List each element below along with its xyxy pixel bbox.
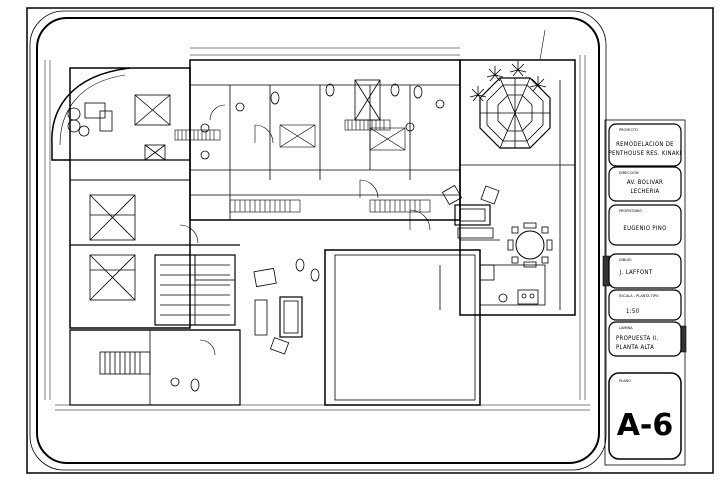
- tb-project-line2: PENTHOUSE RES. KINAKI: [608, 150, 681, 157]
- drawing-frame: [36, 17, 600, 464]
- tb-drawn-label: DIBUJO: [619, 258, 632, 262]
- open-terrace: [324, 249, 481, 406]
- tb-scale-value: 1:50: [626, 308, 640, 315]
- sofa: [457, 227, 494, 239]
- tb-address-line2: LECHERIA: [630, 188, 659, 195]
- tb-drawn-by: DIBUJO J. LAFFONT: [602, 253, 682, 289]
- tb-content: LAMINA PROPUESTA II. PLANTA ALTA: [608, 321, 687, 357]
- bed-2: [89, 254, 136, 301]
- closets: [174, 119, 431, 213]
- staircase: [154, 254, 236, 326]
- tb-project-line1: REMODELACION DE: [616, 141, 674, 148]
- tb-content-line1: PROPUESTA II.: [616, 335, 658, 342]
- tb-scale: ESCALA - PLANTA TIPO 1:50: [608, 289, 682, 321]
- tb-content-line2: PLANTA ALTA: [616, 344, 654, 351]
- octagonal-pergola: [479, 77, 551, 149]
- drawing-frame-outer: [29, 10, 607, 471]
- left-wing: [69, 67, 191, 329]
- tb-sheet: PLANO A-6: [608, 372, 682, 460]
- tb-content-label: LAMINA: [619, 326, 633, 330]
- center-table: [279, 296, 303, 338]
- tb-owner: PROPIETARIO EUGENIO PINO: [608, 204, 682, 246]
- doors: [179, 104, 431, 356]
- bathroom-fixtures: [170, 83, 445, 392]
- shaft-1: [354, 79, 381, 121]
- title-block: PROYECTO REMODELACION DE PENTHOUSE RES. …: [602, 119, 687, 466]
- tb-scale-label: ESCALA - PLANTA TIPO: [619, 294, 659, 298]
- desk: [134, 94, 171, 126]
- sheet-number: A-6: [617, 408, 674, 443]
- tb-address: DIRECCION AV. BOLIVAR LECHERIA: [608, 166, 682, 202]
- dimension-lines: [44, 47, 590, 411]
- dining-table: [507, 222, 553, 268]
- central-block: [189, 59, 461, 221]
- floor-plan: [44, 29, 590, 411]
- lower-left-rooms: [69, 329, 241, 406]
- tb-drawn-name: J. LAFFONT: [619, 269, 653, 276]
- curved-balcony: [51, 67, 131, 161]
- living-dining: [459, 59, 576, 316]
- tb-project-label: PROYECTO: [619, 128, 638, 132]
- tb-owner-label: PROPIETARIO: [619, 209, 642, 213]
- outer-border: [26, 7, 714, 474]
- plants: [469, 61, 547, 102]
- kitchen: [479, 264, 546, 306]
- tb-address-line1: AV. BOLIVAR: [627, 179, 663, 186]
- tb-address-label: DIRECCION: [619, 171, 639, 175]
- bed-1: [89, 194, 136, 241]
- tb-project: PROYECTO REMODELACION DE PENTHOUSE RES. …: [608, 123, 682, 167]
- coffee-table: [454, 204, 491, 226]
- tb-sheet-label: PLANO: [619, 379, 631, 383]
- tb-owner-name: EUGENIO PINO: [623, 225, 666, 232]
